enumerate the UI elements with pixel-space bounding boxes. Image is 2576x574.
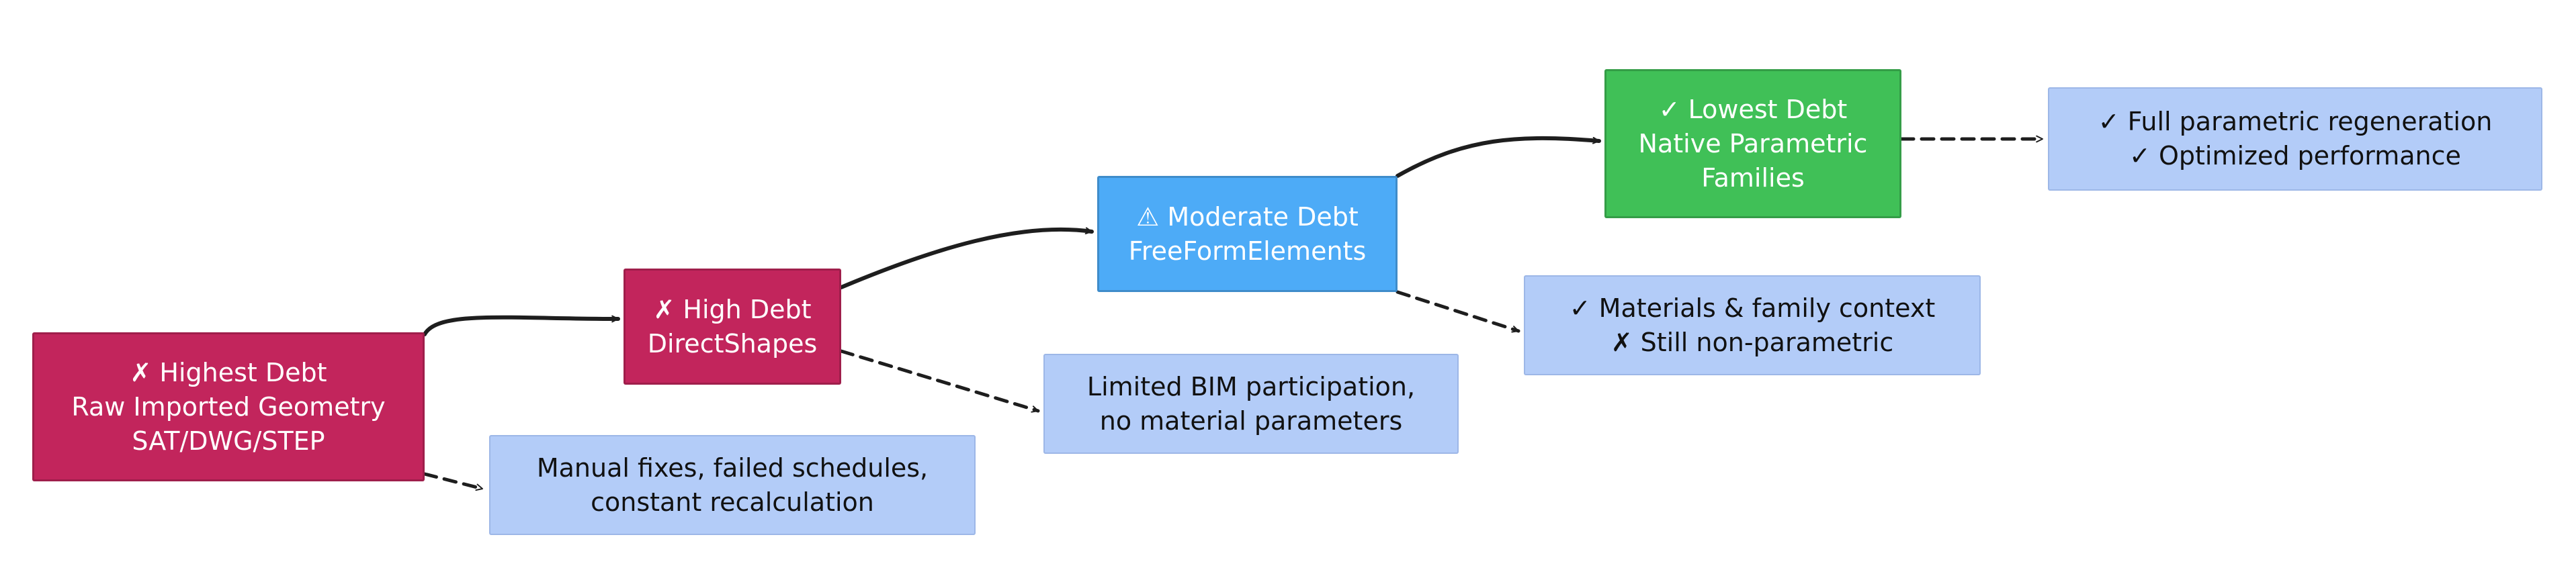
arrow-raw-to-directshapes: [423, 315, 620, 336]
stage-directshapes[interactable]: ✗ High Debt DirectShapes: [624, 269, 841, 385]
arrow-raw-to-note: [423, 472, 484, 491]
note-directshapes: Limited BIM participation, no material p…: [1043, 354, 1459, 454]
note-raw-imported-geometry: Manual fixes, failed schedules, constant…: [489, 435, 976, 535]
note-freeformelements: ✓ Materials & family context ✗ Still non…: [1524, 275, 1981, 375]
stage-raw-imported-geometry[interactable]: ✗ Highest Debt Raw Imported Geometry SAT…: [32, 332, 425, 481]
arrow-freeform-to-note: [1396, 290, 1520, 333]
arrow-directshapes-to-note: [839, 349, 1040, 413]
stage-native-parametric-families[interactable]: ✓ Lowest Debt Native Parametric Families: [1604, 69, 1901, 218]
stage-freeformelements[interactable]: ⚠ Moderate Debt FreeFormElements: [1097, 176, 1398, 292]
arrow-freeform-to-native: [1396, 136, 1601, 178]
arrow-directshapes-to-freeform: [839, 227, 1094, 289]
note-native-parametric-families: ✓ Full parametric regeneration ✓ Optimiz…: [2048, 87, 2542, 191]
